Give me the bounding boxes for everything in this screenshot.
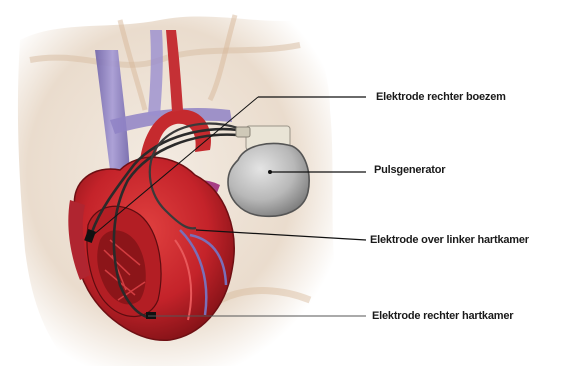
generator-connector [236,127,250,137]
label-right-ventricle-lead: Elektrode rechter hartkamer [372,310,513,322]
label-right-atrium-lead: Elektrode rechter boezem [376,91,506,103]
leader-dot-generator [268,170,272,174]
label-pulse-generator: Pulsgenerator [374,164,445,176]
label-left-ventricle-lead: Elektrode over linker hartkamer [370,234,529,246]
